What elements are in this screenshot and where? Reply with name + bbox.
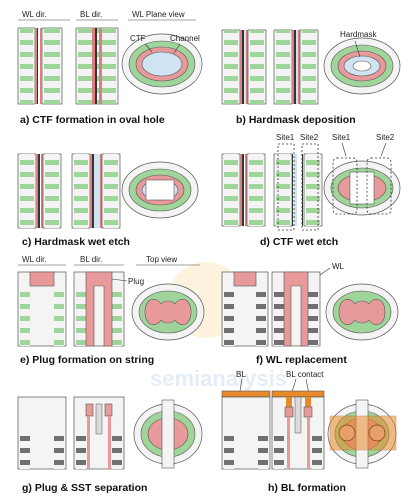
sst-separation <box>95 403 103 435</box>
top-view <box>325 283 399 341</box>
label-bl-dir: BL dir. <box>80 10 102 19</box>
label-wl: WL <box>332 262 345 271</box>
bl-cross-section <box>271 390 325 470</box>
label-top-view: Top view <box>146 255 177 264</box>
plane-view-ctf-etched <box>323 157 401 216</box>
leader-line <box>354 40 361 58</box>
bl-line <box>221 390 271 398</box>
label-bl-contact: BL contact <box>286 370 324 379</box>
label-wl-dir: WL dir. <box>22 10 47 19</box>
caption-e: e) Plug formation on string <box>20 354 154 366</box>
panel-g: g) Plug & SST separation <box>17 396 203 494</box>
bl-contact <box>286 397 292 407</box>
leader-line <box>173 43 181 54</box>
leader-line <box>144 43 153 53</box>
separation-line <box>161 399 175 469</box>
bl-contact-top <box>338 424 356 442</box>
wl-cross-section <box>17 271 67 347</box>
site2-box <box>366 157 392 215</box>
panel-d: Site1 Site2 Site1 Site2 <box>221 133 401 248</box>
plug-top <box>338 299 386 325</box>
leader-line <box>380 142 387 157</box>
bl-contact <box>305 397 311 407</box>
wl-cross-section <box>221 29 267 105</box>
label-channel: Channel <box>170 34 200 43</box>
wl-cross-section <box>17 396 67 470</box>
panel-f: WL f) WL replacement <box>221 262 399 366</box>
bl-cross-section <box>75 27 119 105</box>
panel-h: BL BL contact <box>221 370 397 494</box>
wl-cross-section <box>17 153 62 229</box>
leader-line <box>341 142 347 157</box>
panel-e: WL dir. BL dir. Top view Plug e) Plug fo… <box>17 255 205 366</box>
plug <box>29 271 55 287</box>
wl-cross-section <box>221 390 271 470</box>
plug <box>85 271 113 347</box>
label-site2: Site2 <box>376 133 395 142</box>
panel-c: c) Hardmask wet etch <box>17 153 199 248</box>
label-bl-dir: BL dir. <box>80 255 102 264</box>
caption-g: g) Plug & SST separation <box>22 482 147 494</box>
top-view <box>327 399 397 469</box>
label-ctf: CTF <box>130 34 146 43</box>
caption-b: b) Hardmask deposition <box>236 114 356 126</box>
leader-line <box>239 378 243 392</box>
bl-cross-section <box>273 29 319 105</box>
plug <box>104 403 113 417</box>
wl-cross-section <box>221 153 266 227</box>
caption-f: f) WL replacement <box>256 354 347 366</box>
panel-a: WL dir. BL dir. WL Plane view <box>17 10 203 126</box>
bl-cross-section <box>71 153 121 229</box>
label-wl-dir: WL dir. <box>22 255 47 264</box>
bl-line <box>271 390 325 398</box>
caption-h: h) BL formation <box>268 482 346 494</box>
label-site2: Site2 <box>300 133 319 142</box>
leader-line <box>111 278 128 282</box>
label-hardmask: Hardmask <box>340 30 377 39</box>
plane-view-hardmask <box>323 37 401 95</box>
plug <box>283 271 309 347</box>
label-plug: Plug <box>128 277 144 286</box>
bl-cross-section <box>73 396 125 470</box>
caption-d: d) CTF wet etch <box>260 236 338 248</box>
caption-a: a) CTF formation in oval hole <box>20 114 165 126</box>
wl-cross-section <box>221 271 269 347</box>
bl-cross-section <box>73 271 125 347</box>
label-plane-view: WL Plane view <box>132 10 185 19</box>
label-bl: BL <box>236 370 246 379</box>
top-view <box>133 399 203 469</box>
panel-b: Hardmask b) Hardmask deposition <box>221 29 401 126</box>
bl-contact-top <box>368 424 386 442</box>
label-site1: Site1 <box>276 133 295 142</box>
site2-box <box>301 143 319 231</box>
bl-cross-section <box>273 143 323 231</box>
label-site1: Site1 <box>332 133 351 142</box>
plug <box>233 271 257 287</box>
wl-cross-section <box>17 27 63 105</box>
site1-box <box>332 157 358 215</box>
watermark-text: semianalysis <box>150 366 287 391</box>
caption-c: c) Hardmask wet etch <box>22 236 130 248</box>
top-view <box>131 283 205 341</box>
wl-plane-view <box>121 33 203 95</box>
bl-cross-section <box>271 271 321 347</box>
plane-view-etched <box>121 161 199 219</box>
site1-box <box>277 143 295 231</box>
plug <box>85 403 94 417</box>
plug-top <box>144 299 192 325</box>
